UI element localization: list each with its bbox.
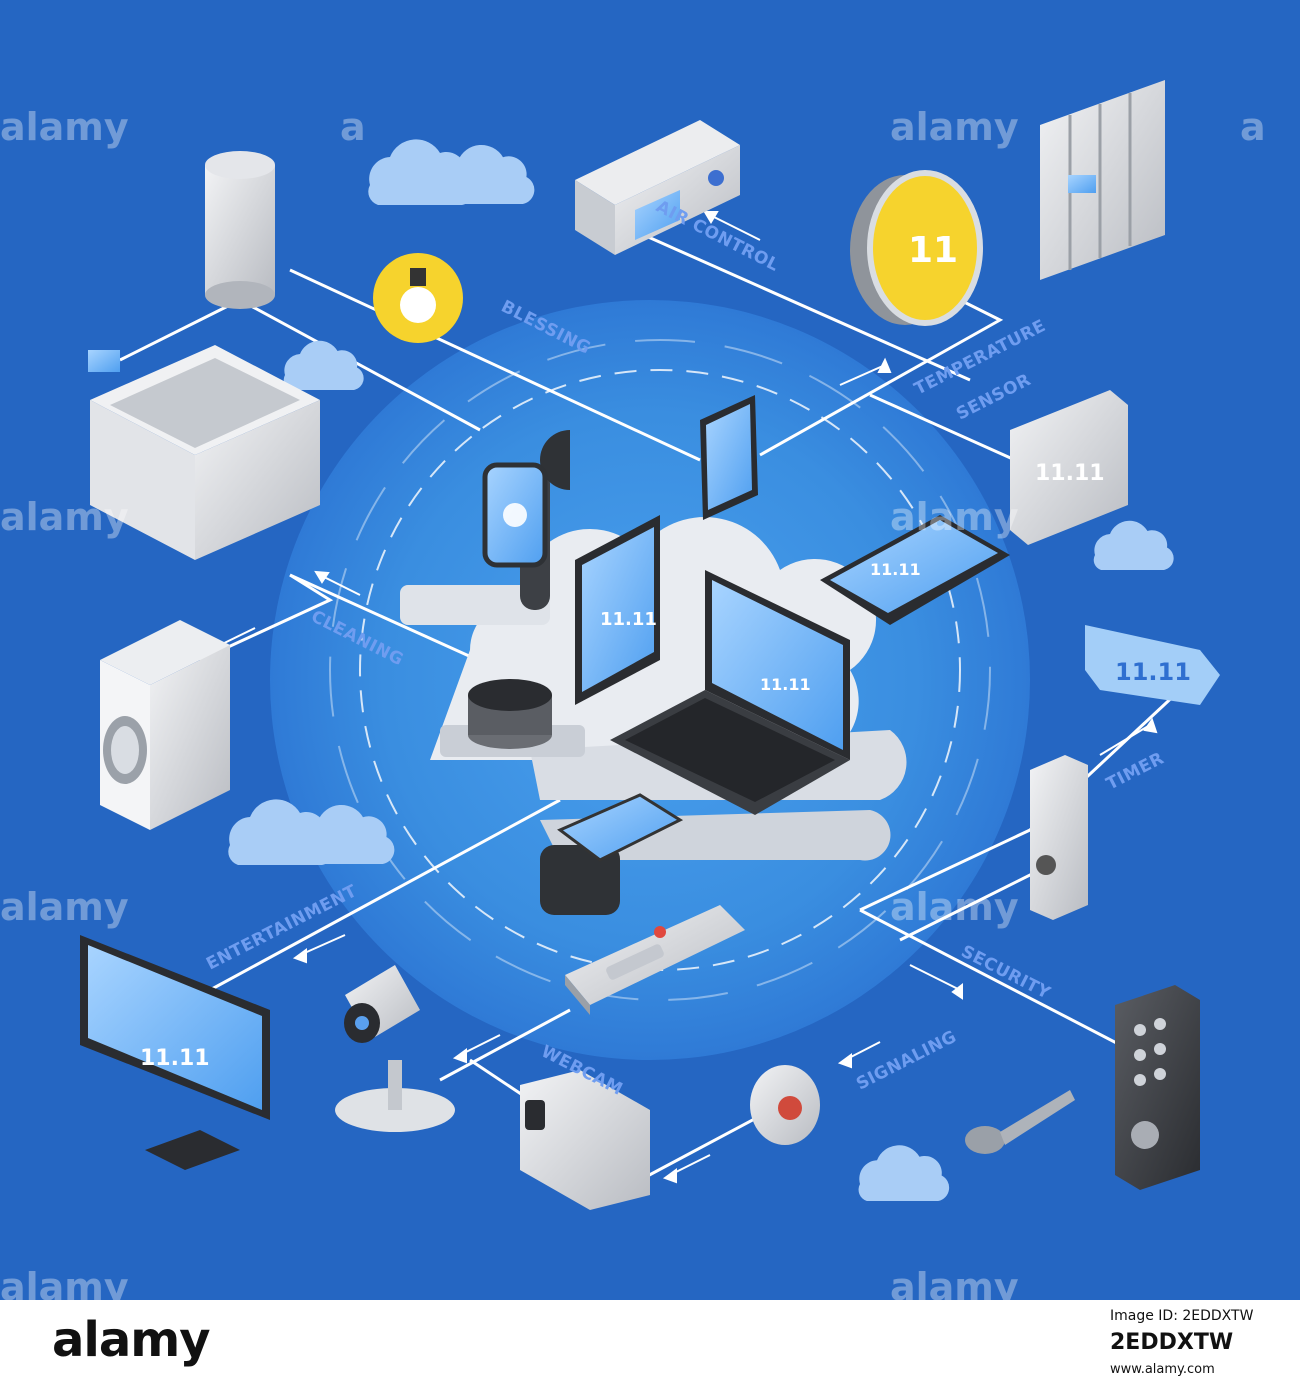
laptop-device: 11.11	[610, 570, 850, 815]
door-lock-device	[1030, 755, 1088, 920]
watermark-text: alamy	[890, 1265, 1019, 1300]
washing-machine-device	[100, 620, 230, 830]
remote-control-device	[565, 905, 745, 1015]
footer-brand-logo: alamy	[52, 1312, 211, 1368]
smartwatch-device	[482, 430, 570, 610]
timer-reading: 11.11	[1115, 658, 1191, 686]
thermostat-dial-device: 11	[850, 170, 983, 326]
watermark-text: alamy	[0, 885, 129, 929]
watermark-text: alamy	[890, 105, 1019, 149]
watermark-mark: a	[1240, 105, 1266, 149]
smart-speaker-device	[468, 679, 552, 749]
smoke-detector-device	[750, 1065, 820, 1145]
watermark-text: alamy	[0, 495, 129, 539]
flat-tablet-device: 11.11	[820, 515, 1010, 625]
alarm-box-device	[520, 1070, 650, 1210]
laptop-reading: 11.11	[760, 675, 811, 694]
smart-speaker-tall	[205, 151, 275, 309]
watermark-layer: alamy a alamy a alamy alamy alamy alamy …	[0, 105, 1266, 1300]
wall-display-reading: 11.11	[1035, 461, 1105, 486]
stock-footer: alamy Image ID: 2EDDXTW 2EDDXTW www.alam…	[0, 1300, 1300, 1390]
watermark-text: alamy	[0, 105, 129, 149]
bathtub-device	[88, 345, 320, 560]
lightbulb-icon	[373, 253, 463, 343]
wristband-device	[540, 793, 684, 915]
flow-arrows	[202, 211, 1158, 1184]
watermark-text: alamy	[890, 885, 1019, 929]
footer-image-id: Image ID: 2EDDXTW	[1110, 1308, 1254, 1324]
timer-display-device: 11.11	[1085, 625, 1220, 705]
air-conditioner-device	[575, 120, 740, 255]
iot-isometric-flowchart: 11.11 11.11 11.11	[0, 0, 1300, 1300]
tv-reading: 11.11	[140, 1046, 210, 1071]
thermostat-reading: 11	[908, 230, 958, 271]
radiator-device	[1040, 80, 1165, 280]
footer-image-code: 2EDDXTW	[1110, 1330, 1234, 1355]
flat-tablet-reading: 11.11	[870, 560, 921, 579]
tablet-device: 11.11	[575, 515, 660, 705]
watermark-mark: a	[340, 105, 366, 149]
wall-display-device: 11.11	[1010, 390, 1128, 545]
footer-url: www.alamy.com	[1110, 1362, 1215, 1377]
watermark-text: alamy	[0, 1265, 129, 1300]
tablet-reading: 11.11	[600, 609, 657, 630]
tv-monitor-device: 11.11	[80, 935, 270, 1170]
watermark-text: alamy	[890, 495, 1019, 539]
webcam-device	[335, 965, 455, 1132]
connection-lines	[119, 218, 1182, 1182]
phone-device	[700, 395, 758, 520]
key-icon	[965, 1090, 1075, 1154]
keypad-lock-device	[1115, 985, 1200, 1190]
